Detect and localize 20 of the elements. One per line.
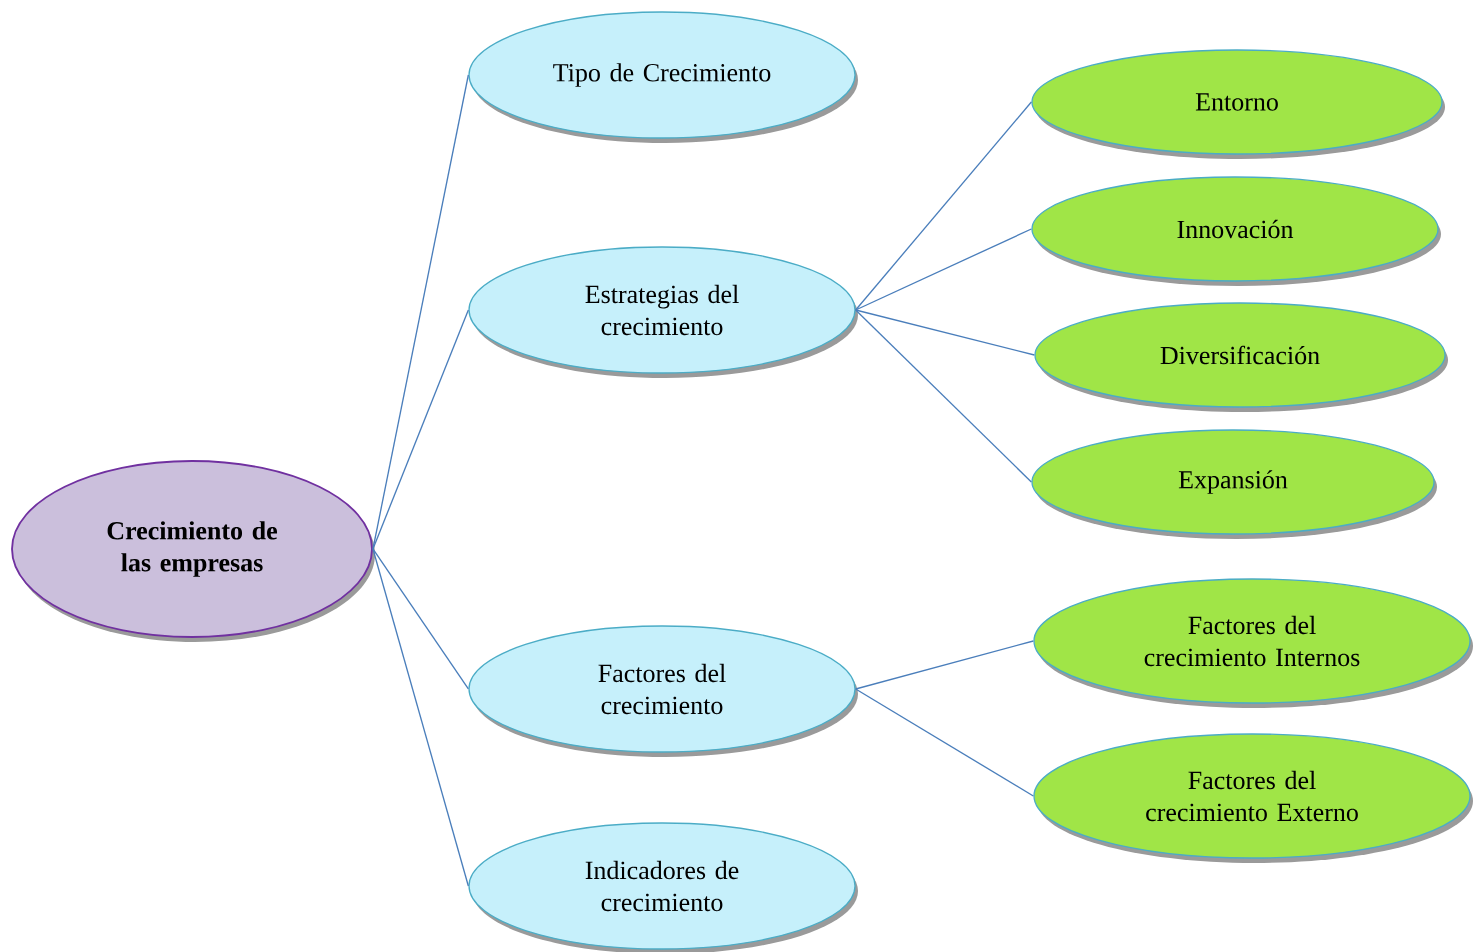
ellipse-node: Innovación	[1031, 176, 1441, 286]
ellipse-node: Crecimiento de las empresas	[11, 460, 375, 642]
connector-line	[372, 309, 469, 550]
ellipse-node: Indicadores de crecimiento	[468, 822, 858, 952]
ellipse-node: Factores del crecimiento	[468, 625, 858, 757]
ellipse-node: Expansión	[1031, 429, 1437, 539]
ellipse-node: Tipo de Crecimiento	[468, 11, 858, 143]
connector-line	[855, 228, 1032, 311]
connector-line	[855, 309, 1032, 483]
connector-line	[855, 688, 1034, 797]
ellipse-node: Estrategias del crecimiento	[468, 246, 858, 378]
ellipse-node: Entorno	[1031, 49, 1445, 159]
ellipse-node: Factores del crecimiento Internos	[1033, 578, 1473, 708]
connector-line	[372, 548, 469, 887]
ellipse-node: Factores del crecimiento Externo	[1033, 733, 1473, 863]
connector-line	[855, 309, 1035, 356]
ellipse-node: Diversificación	[1034, 302, 1448, 412]
connector-line	[372, 548, 469, 690]
connector-line	[855, 640, 1034, 690]
connector-line	[855, 101, 1032, 311]
